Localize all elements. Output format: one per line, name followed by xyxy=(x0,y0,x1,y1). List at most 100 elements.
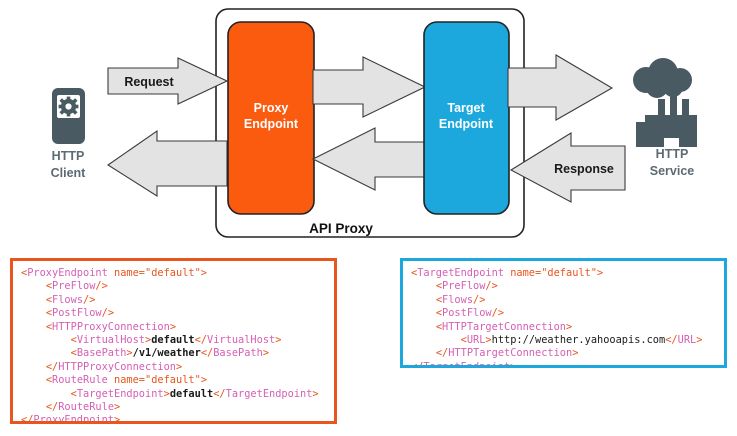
code-token-brk: /> xyxy=(491,307,505,320)
response-arrow-label: Response xyxy=(554,162,614,176)
code-token-brk: < xyxy=(435,307,443,320)
code-token-brk: > xyxy=(163,387,170,400)
code-line: </TargetEndpoint> xyxy=(411,360,716,368)
mobile-phone-icon xyxy=(52,88,85,144)
code-token-brk: </ xyxy=(411,360,424,368)
target-endpoint-node: Target Endpoint xyxy=(423,21,510,215)
proxy-to-target-arrow xyxy=(312,56,427,118)
code-token-plain xyxy=(411,280,436,292)
code-token-brk: > xyxy=(572,347,579,360)
code-line: </RouteRule> xyxy=(21,401,326,414)
code-token-tag: HTTPTargetConnection xyxy=(442,320,567,333)
code-token-plain xyxy=(21,307,46,319)
code-token-attr: name="default" xyxy=(107,374,201,387)
outbound-arrow xyxy=(507,54,614,121)
code-token-attr: name="default" xyxy=(107,267,201,279)
api-proxy-diagram: Request Proxy Endpoint Target Endpoint A… xyxy=(51,8,697,238)
code-token-plain xyxy=(21,347,71,359)
code-token-plain xyxy=(21,280,46,292)
code-token-brk: < xyxy=(45,293,53,306)
code-token-brk: </ xyxy=(213,387,226,400)
code-token-brk: > xyxy=(312,387,319,400)
code-token-brk: > xyxy=(696,333,703,346)
code-token-tag: RouteRule xyxy=(58,400,115,413)
code-line: <Flows/> xyxy=(411,294,716,307)
code-token-brk: </ xyxy=(21,414,34,424)
target-endpoint-box xyxy=(423,21,510,215)
code-token-brk: </ xyxy=(200,347,214,360)
target-endpoint-label-line1: Target xyxy=(447,101,485,115)
code-token-brk: </ xyxy=(45,360,59,373)
code-token-plain xyxy=(411,334,461,346)
target-endpoint-label-line2: Endpoint xyxy=(439,117,494,131)
code-token-tag: RouteRule xyxy=(52,374,108,387)
code-line: <URL>http://weather.yahooapis.com</URL> xyxy=(411,334,716,347)
code-token-plain xyxy=(411,307,436,319)
code-token-brk: > xyxy=(200,267,207,279)
code-token-plain xyxy=(21,321,46,333)
code-line: </ProxyEndpoint> xyxy=(21,414,326,424)
code-token-brk: > xyxy=(145,333,152,346)
code-token-tag: PostFlow xyxy=(52,307,102,320)
code-token-brk: < xyxy=(435,320,443,333)
code-token-brk: > xyxy=(176,360,183,373)
proxy-endpoint-label-line1: Proxy xyxy=(254,101,289,115)
code-token-brk: > xyxy=(114,400,121,413)
code-token-attr: name="default" xyxy=(504,267,597,279)
request-arrow-label: Request xyxy=(124,75,174,89)
http-client-label-line1: HTTP xyxy=(52,149,85,163)
code-token-tag: HTTPTargetConnection xyxy=(448,347,573,360)
code-line: <Flows/> xyxy=(21,294,326,307)
code-line: <HTTPTargetConnection> xyxy=(411,321,716,334)
code-token-brk: > xyxy=(114,414,121,424)
code-line: <RouteRule name="default"> xyxy=(21,374,326,387)
code-token-tag: ProxyEndpoint xyxy=(33,414,114,424)
code-line: </HTTPProxyConnection> xyxy=(21,361,326,374)
code-token-brk: </ xyxy=(194,333,208,346)
code-token-tag: ProxyEndpoint xyxy=(27,267,108,279)
code-token-brk: < xyxy=(70,347,77,360)
code-token-brk: < xyxy=(435,280,443,293)
code-line: <PreFlow/> xyxy=(411,280,716,293)
code-token-brk: < xyxy=(411,267,418,279)
code-token-brk: > xyxy=(200,374,208,387)
code-token-brk: < xyxy=(45,280,53,293)
code-token-brk: > xyxy=(510,360,517,368)
code-token-tag: VirtualHost xyxy=(207,333,276,346)
code-token-tag: URL xyxy=(677,333,697,346)
code-line: </HTTPTargetConnection> xyxy=(411,347,716,360)
code-token-brk: > xyxy=(566,320,573,333)
code-token-brk: > xyxy=(597,267,604,279)
code-token-brk: /> xyxy=(473,293,486,306)
code-line: <VirtualHost>default</VirtualHost> xyxy=(21,334,326,347)
code-token-val: default xyxy=(169,387,214,400)
response-arrow: Response xyxy=(509,132,626,203)
code-token-tag: PreFlow xyxy=(442,280,486,293)
code-token-brk: /> xyxy=(95,280,108,293)
code-token-plain xyxy=(411,294,436,306)
code-token-brk: > xyxy=(262,347,270,360)
code-token-tag: BasePath xyxy=(76,347,127,360)
code-token-brk: > xyxy=(485,333,492,346)
code-line: <PreFlow/> xyxy=(21,280,326,293)
proxy-endpoint-node: Proxy Endpoint xyxy=(227,21,315,215)
http-service-label-line2: Service xyxy=(650,164,695,178)
code-token-plain xyxy=(21,334,71,346)
code-token-brk: </ xyxy=(665,333,678,346)
code-line: <ProxyEndpoint name="default"> xyxy=(21,267,326,280)
code-token-plain xyxy=(21,401,46,413)
code-token-tag: TargetEndpoint xyxy=(417,267,504,279)
code-token-tag: VirtualHost xyxy=(76,333,146,346)
proxy-endpoint-code-block: <ProxyEndpoint name="default"> <PreFlow/… xyxy=(10,258,337,424)
code-token-tag: TargetEndpoint xyxy=(76,387,164,400)
proxy-endpoint-label-line2: Endpoint xyxy=(244,117,299,131)
code-token-tag: URL xyxy=(466,333,486,346)
factory-cloud-icon xyxy=(633,58,697,147)
code-token-brk: /> xyxy=(485,280,498,293)
code-line: <PostFlow/> xyxy=(411,307,716,320)
api-proxy-container-label: API Proxy xyxy=(309,221,373,236)
code-line: <HTTPProxyConnection> xyxy=(21,321,326,334)
code-token-tag: PreFlow xyxy=(52,280,96,293)
code-token-brk: </ xyxy=(45,400,59,413)
